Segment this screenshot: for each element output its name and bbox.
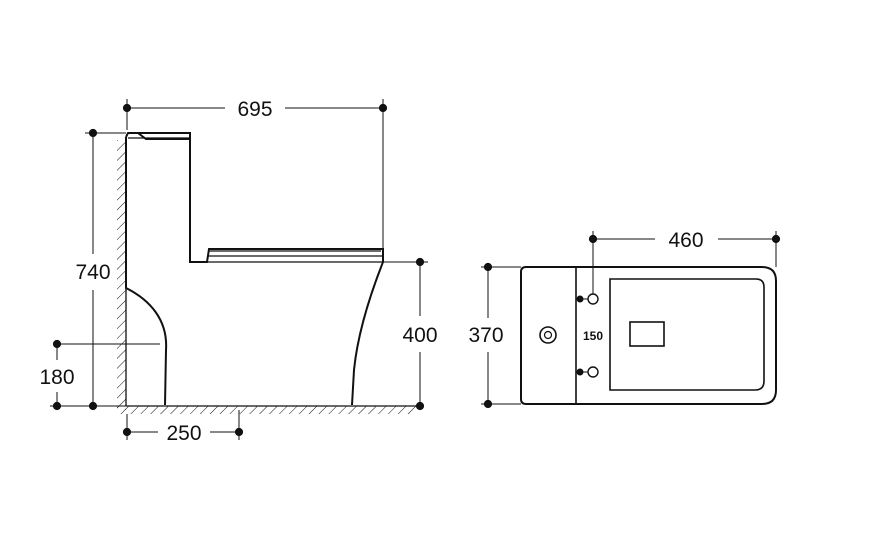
toilet-side-outline [125,132,384,406]
dim-label-460: 460 [668,229,703,252]
seat-lid-top [609,278,765,391]
dim-250 [122,410,244,440]
dim-460 [588,231,781,294]
dim-label-370: 370 [468,324,503,347]
bolt-hole-bottom [587,366,599,378]
dim-label-180: 180 [39,366,74,389]
dim-label-150: 150 [583,329,603,343]
flush-button-inner [543,330,553,340]
side-view [56,132,418,414]
dim-740 [85,128,126,411]
dim-695 [122,99,388,248]
seat-lid [207,250,383,263]
floor-hatch [117,406,417,414]
toilet-top-outline [520,266,777,405]
dim-150 [576,295,588,376]
lid-emblem [629,321,665,347]
dim-label-740: 740 [75,261,110,284]
dim-370 [481,262,521,409]
bolt-hole-top [587,293,599,305]
dim-label-695: 695 [237,98,272,121]
dim-label-400: 400 [402,324,437,347]
wall-hatch [117,140,126,410]
flush-button-icon [539,326,557,344]
dim-label-250: 250 [166,422,201,445]
dim-180 [50,339,126,411]
top-view [520,266,777,405]
dim-400 [383,257,428,411]
